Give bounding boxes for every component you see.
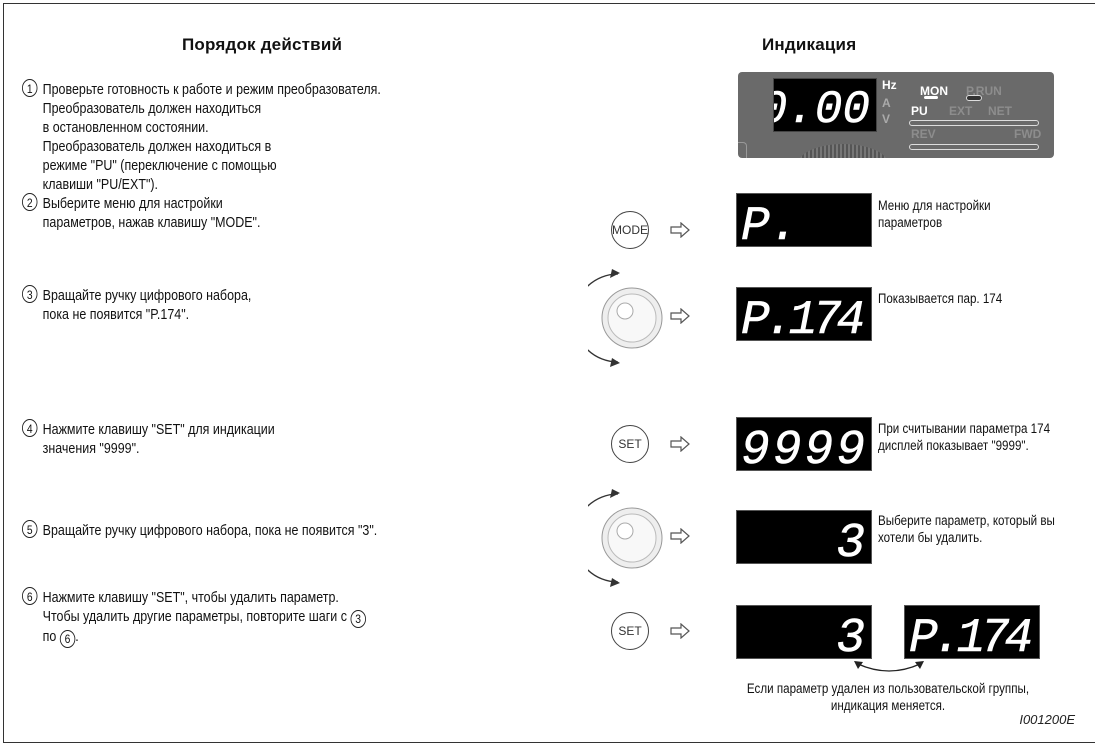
led-prun-indicator [966, 95, 982, 101]
panel-display-digits: 0.00 [759, 84, 870, 137]
step-number: 1 [22, 79, 38, 97]
step-line: по [42, 629, 57, 645]
note-line: Показывается пар. 174 [878, 291, 1003, 306]
display-step-3: P.174 [736, 287, 872, 349]
display-step-2-digits: P. 0 [741, 200, 914, 255]
svg-text:9999: 9999 [741, 424, 865, 470]
display-step-4: 9999 [736, 417, 872, 479]
arrow-right-icon [670, 436, 690, 452]
display-step-6-before-digits: 3 [836, 612, 865, 667]
footer-line: Если параметр удален из пользовательской… [746, 681, 1030, 696]
step-number: 5 [22, 520, 38, 538]
note-line: Меню для настройки [878, 198, 991, 213]
unit-hz: Hz [882, 78, 897, 92]
note-line: При считывании параметра 174 [878, 421, 1051, 436]
column-header-actions: Порядок действий [182, 35, 343, 54]
step-line: Вращайте ручку цифрового набора, пока не… [42, 523, 378, 539]
step-ref-from: 3 [350, 610, 366, 628]
mode-button[interactable]: MODE [611, 211, 649, 249]
led-fwd: FWD [1014, 127, 1042, 141]
led-ext: EXT [949, 104, 973, 118]
note-step-2: Меню для настройки параметров [878, 197, 991, 231]
led-mon: MON [920, 84, 948, 98]
led-row-rev-fwd [909, 144, 1039, 150]
step-number: 4 [22, 419, 38, 437]
step-ref-to: 6 [59, 630, 76, 648]
unit-a: A [882, 96, 891, 110]
led-pu: PU [911, 104, 928, 118]
footer-line: индикация меняется. [830, 698, 946, 713]
step-line: Вращайте ручку цифрового набора, [42, 288, 252, 304]
led-row-pu-ext-net [909, 120, 1039, 126]
panel-corner [738, 142, 747, 158]
led-mon-indicator [924, 96, 938, 99]
step-line: в остановленном состоянии. [42, 120, 209, 136]
step-line: Преобразователь должен находиться в [42, 139, 272, 155]
panel-dial-edge [798, 144, 888, 158]
display-step-2: P. 0 [736, 193, 914, 255]
svg-text:P.174: P.174 [741, 294, 865, 340]
panel-display: 0.00 [759, 78, 877, 137]
display-step-3-digits: P.174 [741, 294, 866, 349]
display-step-5: 3 [736, 510, 872, 572]
svg-text:3: 3 [836, 612, 865, 658]
step-line: Проверьте готовность к работе и режим пр… [42, 82, 381, 98]
arrow-right-icon [670, 623, 690, 639]
step-line: клавиши "PU/EXT"). [42, 177, 158, 193]
step-number: 3 [22, 285, 38, 303]
led-net: NET [988, 104, 1012, 118]
svg-text:P. 0: P. 0 [741, 200, 871, 246]
set-button[interactable]: SET [611, 425, 649, 463]
display-step-5-digits: 3 [836, 517, 865, 572]
display-step-6-after-digits: P.174 [909, 612, 1034, 667]
step-line: Нажмите клавишу "SET" для индикации [42, 422, 275, 438]
note-step-3: Показывается пар. 174 [878, 290, 1002, 307]
set-button[interactable]: SET [611, 612, 649, 650]
note-line: дисплей показывает "9999". [878, 438, 1029, 453]
step-line: режиме "PU" (переключение с помощью [42, 158, 277, 174]
swap-arrow-icon [854, 661, 924, 672]
unit-v: V [882, 112, 891, 126]
arrow-right-icon [670, 528, 690, 544]
dial-knob-icon[interactable] [588, 488, 668, 588]
note-line: Выберите параметр, который вы [878, 513, 1055, 528]
note-step-5: Выберите параметр, который вы хотели бы … [878, 512, 1055, 546]
step-line: Выберите меню для настройки [42, 196, 223, 212]
step-line: Преобразователь должен находиться [42, 101, 262, 117]
step-number: 2 [22, 193, 38, 211]
svg-text:3: 3 [836, 517, 865, 563]
svg-text:P.174: P.174 [909, 612, 1033, 658]
svg-text:0.00: 0.00 [774, 84, 870, 131]
arrow-right-icon [670, 222, 690, 238]
dial-knob-icon[interactable] [588, 268, 668, 368]
operation-panel: 0.00 Hz A V MON P.RUN PU EXT NET REV FWD [738, 72, 1054, 158]
step-line: параметров, нажав клавишу "MODE". [42, 215, 261, 231]
note-line: хотели бы удалить. [878, 530, 983, 545]
step-line: Нажмите клавишу "SET", чтобы удалить пар… [42, 590, 339, 606]
footer-note: Если параметр удален из пользовательской… [742, 680, 1034, 714]
step-number: 6 [22, 587, 38, 605]
note-step-4: При считывании параметра 174 дисплей пок… [878, 420, 1050, 454]
step-line: пока не появится "P.174". [42, 307, 190, 323]
note-line: параметров [878, 215, 943, 230]
led-prun: P.RUN [966, 84, 1002, 98]
led-rev: REV [911, 127, 936, 141]
arrow-right-icon [670, 308, 690, 324]
step-line: Чтобы удалить другие параметры, повторит… [42, 609, 347, 625]
display-step-6-before: 3 [736, 605, 872, 667]
figure-id: I001200E [1019, 712, 1075, 727]
display-step-6-after: P.174 [904, 605, 1040, 667]
column-header-display: Индикация [762, 35, 857, 54]
display-step-4-digits: 9999 [741, 424, 866, 479]
step-line: значения "9999". [42, 441, 140, 457]
